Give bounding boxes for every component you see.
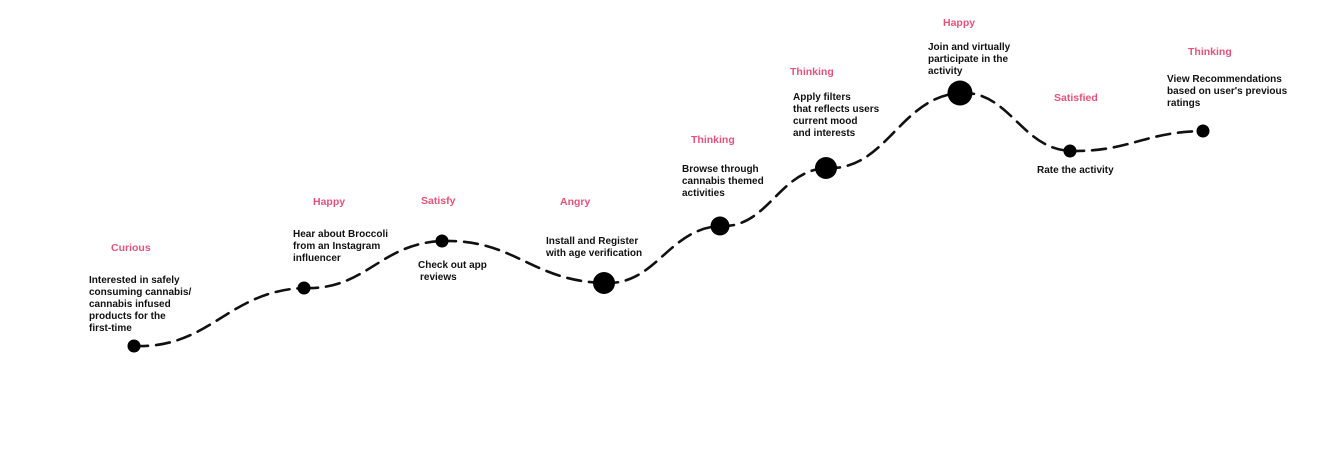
step-line: Check out app [418,260,487,271]
journey-point [127,339,141,353]
step-description-install-register: Install and Register with age verificati… [546,236,642,260]
journey-point [1196,124,1210,138]
step-line: activity [928,66,963,77]
journey-point [593,272,615,294]
step-description-view-recommendations: View Recommendations based on user's pre… [1167,74,1287,110]
step-line: View Recommendations [1167,74,1282,85]
journey-segment [440,239,606,285]
step-line: ratings [1167,98,1201,109]
step-line: cannabis infused [89,299,171,310]
step-description-apply-filters: Apply filters that reflects users curren… [793,92,879,140]
emotion-label-thinking: Thinking [790,66,834,78]
step-line: current mood [793,116,858,127]
emotion-label-thinking: Thinking [691,134,735,146]
journey-segment [302,239,444,290]
journey-point [297,281,311,295]
step-line: and interests [793,128,856,139]
emotion-label-happy: Happy [313,196,346,208]
step-line: Install and Register [546,236,639,247]
step-line: reviews [420,272,457,283]
journey-segment [1068,129,1205,153]
emotion-label-satisfied: Satisfied [1054,92,1098,104]
step-line: Join and virtually [928,42,1011,53]
step-description-browse-activities: Browse through cannabis themed activitie… [682,164,764,200]
journey-point [1063,144,1077,158]
emotion-label-happy: Happy [943,17,976,29]
journey-point [710,216,730,236]
step-line: cannabis themed [682,176,764,187]
step-line: that reflects users [793,104,880,115]
step-line: first-time [89,323,132,334]
step-line: participate in the [928,54,1009,65]
journey-path [132,91,1205,348]
emotion-label-curious: Curious [111,242,151,254]
step-line: consuming cannabis/ [89,287,192,298]
journey-segment [718,166,828,228]
emotion-label-thinking: Thinking [1188,46,1232,58]
step-line: Interested in safely [89,275,180,286]
emotion-label-angry: Angry [560,196,591,208]
step-line: based on user's previous [1167,86,1288,97]
step-description-hear-about: Hear about Broccoli from an Instagram in… [293,229,388,265]
journey-segment [958,91,1072,153]
step-description-join-activity: Join and virtually participate in the ac… [928,42,1010,78]
step-line: activities [682,188,725,199]
step-line: from an Instagram [293,241,381,252]
step-line: Browse through [682,164,759,175]
step-line: with age verification [546,248,643,259]
step-line: Rate the activity [1037,165,1114,176]
step-line: Apply filters [793,92,851,103]
journey-segment [824,91,962,170]
journey-segment [132,286,306,348]
journey-point [815,157,837,179]
step-line: products for the [89,311,166,322]
step-line: influencer [293,253,341,264]
journey-segment [602,224,722,285]
step-description-check-reviews: Check out app reviews [418,260,487,284]
journey-point [947,80,973,106]
journey-point [435,234,449,248]
emotion-label-satisfy: Satisfy [421,195,456,207]
step-description-first-time-interest: Interested in safely consuming cannabis/… [89,275,191,335]
step-description-rate-activity: Rate the activity [1037,165,1114,177]
journey-points [127,80,1210,353]
step-line: Hear about Broccoli [293,229,389,240]
